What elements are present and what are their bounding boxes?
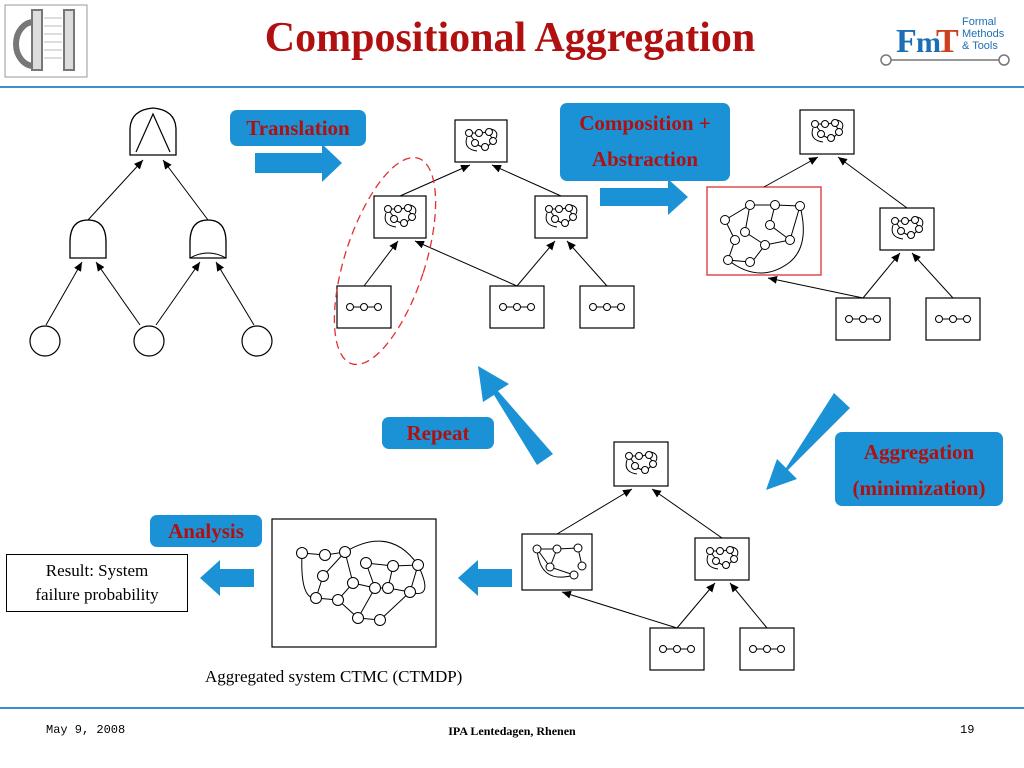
analysis-label: Analysis	[150, 515, 262, 547]
aggregation-label: Aggregation (minimization)	[835, 432, 1003, 506]
aggregation-text-line1: Aggregation	[863, 440, 975, 464]
footer-date: May 9, 2008	[46, 723, 126, 737]
result-line1: Result: System	[45, 561, 149, 580]
to-result-arrow	[200, 560, 254, 596]
aggregated-tree	[521, 441, 795, 671]
system-caption: Aggregated system CTMC (CTMDP)	[205, 667, 463, 686]
repeat-label: Repeat	[382, 417, 494, 449]
basic-event-3	[241, 325, 273, 357]
and-gate-right	[189, 219, 227, 259]
footer-page-number: 19	[960, 723, 975, 737]
composition-text-line2: Abstraction	[591, 147, 699, 171]
footer-event: IPA Lentedagen, Rhenen	[448, 724, 576, 738]
logo-text-methods: Methods	[962, 28, 1005, 40]
repeat-text: Repeat	[406, 421, 470, 445]
basic-event-2	[133, 325, 165, 357]
university-logo	[4, 4, 88, 78]
composition-arrow	[600, 179, 688, 215]
to-system-arrow	[458, 560, 512, 596]
slide-title: Compositional Aggregation	[264, 15, 756, 61]
system-ctmc	[271, 518, 437, 648]
analysis-text: Analysis	[168, 519, 244, 543]
svg-text:T: T	[936, 23, 959, 60]
and-gate-left	[69, 219, 107, 259]
aggregation-text-line2: (minimization)	[852, 476, 986, 500]
basic-event-1	[29, 325, 61, 357]
ioimc-tree	[333, 119, 635, 366]
svg-text:m: m	[916, 26, 941, 59]
aggregation-arrow	[766, 393, 850, 490]
selection-ellipse	[333, 156, 437, 366]
result-line2: failure probability	[35, 585, 159, 604]
svg-text:F: F	[896, 23, 917, 60]
logo-text-formal: Formal	[962, 16, 997, 28]
repeat-arrow	[478, 366, 553, 465]
translation-arrow	[255, 144, 342, 182]
composition-label: Composition + Abstraction	[560, 103, 730, 181]
translation-text: Translation	[246, 116, 350, 140]
header-rule	[0, 86, 1024, 88]
result-box: Result: System failure probability	[6, 554, 188, 612]
translation-label: Translation	[230, 110, 366, 146]
composed-tree	[706, 109, 981, 341]
logo-text-tools: & Tools	[962, 40, 998, 52]
footer-rule	[0, 707, 1024, 709]
fmt-logo: F m T Formal Methods & Tools	[878, 14, 1018, 72]
fault-tree	[29, 107, 273, 357]
composition-text-line1: Composition +	[579, 111, 711, 135]
and-gate-top	[129, 107, 177, 156]
